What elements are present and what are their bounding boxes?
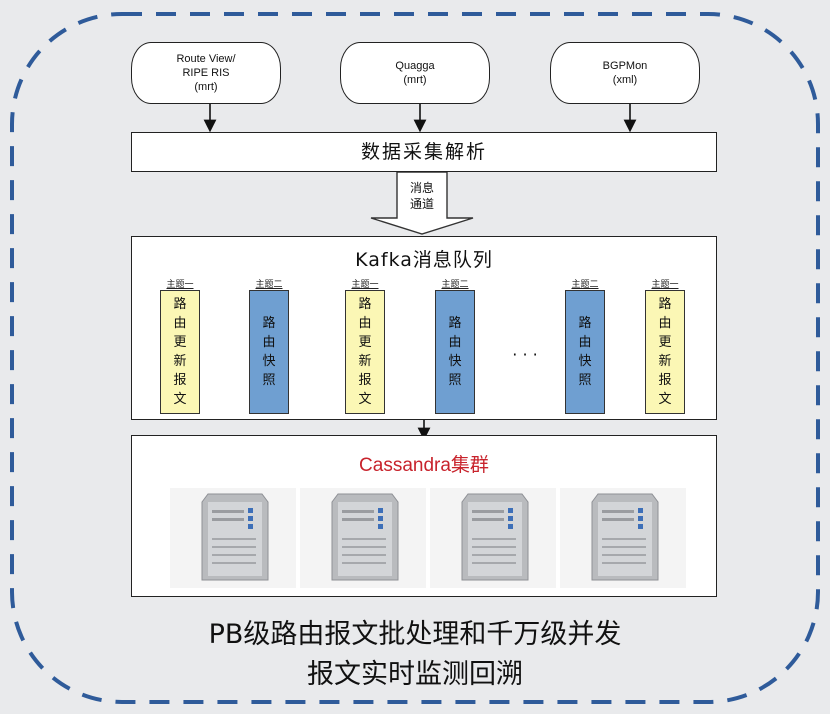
topic-char: 文 [658, 392, 672, 407]
topic-label: 主题二 [571, 280, 599, 290]
topic-char: 路 [262, 316, 276, 331]
topic-char: 路 [173, 297, 187, 312]
topic-char: 快 [262, 354, 276, 369]
kafka-title: Kafka消息队列 [355, 249, 493, 271]
topic-char: 报 [658, 373, 672, 388]
topic-char: 路 [358, 297, 372, 312]
topic-char: 更 [358, 335, 372, 350]
topic-char: 快 [578, 354, 592, 369]
topic-char: 路 [658, 297, 672, 312]
topic-label: 主题一 [351, 280, 379, 290]
topic-char: 报 [358, 373, 372, 388]
collect-parse-label: 数据采集解析 [360, 141, 487, 163]
source-line: Route View/ [176, 53, 236, 65]
source-quagga: Quagga (mrt) [340, 42, 490, 104]
topic-char: 由 [578, 335, 592, 350]
server-icon [560, 488, 686, 588]
topic-label: 主题一 [166, 280, 194, 290]
caption-line-1: PB级路由报文批处理和千万级并发 [208, 619, 622, 650]
topic-char: 更 [173, 335, 187, 350]
topic-label: 主题一 [651, 280, 679, 290]
caption-line-2: 报文实时监测回溯 [307, 659, 523, 690]
server-row [170, 488, 686, 588]
topic-column: 路 由 更 新 报 文 [645, 290, 685, 414]
source-line: (xml) [612, 74, 638, 86]
server-icon [430, 488, 556, 588]
topic-char: 新 [173, 354, 187, 369]
topic-char: 文 [173, 392, 187, 407]
source-line: Quagga [395, 60, 435, 72]
topic-char: 照 [578, 373, 592, 388]
channel-line: 通道 [409, 197, 434, 211]
topic-column: 路 由 快 照 [435, 290, 475, 414]
source-line: RIPE RIS [182, 67, 230, 79]
cassandra-title: Cassandra集群 [359, 455, 489, 476]
channel-arrow [370, 171, 474, 235]
topic-char: 由 [358, 316, 372, 331]
server-icon [170, 488, 296, 588]
topic-char: 文 [358, 392, 372, 407]
topic-column: 路 由 快 照 [249, 290, 289, 414]
channel-label: 消息 通道 [397, 180, 447, 212]
source-line: BGPMon [602, 60, 648, 72]
topic-char: 由 [173, 316, 187, 331]
kafka-box: Kafka消息队列 [131, 236, 717, 420]
topic-column: 路 由 更 新 报 文 [160, 290, 200, 414]
channel-line: 消息 [409, 181, 434, 195]
topic-char: 路 [448, 316, 462, 331]
topic-char: 报 [173, 373, 187, 388]
topic-char: 照 [448, 373, 462, 388]
source-route-view: Route View/ RIPE RIS (mrt) [131, 42, 281, 104]
topic-char: 更 [658, 335, 672, 350]
topic-char: 快 [448, 354, 462, 369]
topic-char: 路 [578, 316, 592, 331]
topic-char: 由 [262, 335, 276, 350]
source-line: (mrt) [194, 81, 218, 93]
topics-ellipsis: · · · [512, 345, 538, 364]
source-bgpmon: BGPMon (xml) [550, 42, 700, 104]
topic-char: 由 [658, 316, 672, 331]
topic-char: 由 [448, 335, 462, 350]
topic-column: 路 由 快 照 [565, 290, 605, 414]
topic-char: 照 [262, 373, 276, 388]
collect-parse-box: 数据采集解析 [131, 132, 717, 172]
server-icon [300, 488, 426, 588]
topic-column: 路 由 更 新 报 文 [345, 290, 385, 414]
source-line: (mrt) [403, 74, 427, 86]
topic-char: 新 [358, 354, 372, 369]
topic-label: 主题二 [441, 280, 469, 290]
topic-char: 新 [658, 354, 672, 369]
topic-label: 主题二 [255, 280, 283, 290]
